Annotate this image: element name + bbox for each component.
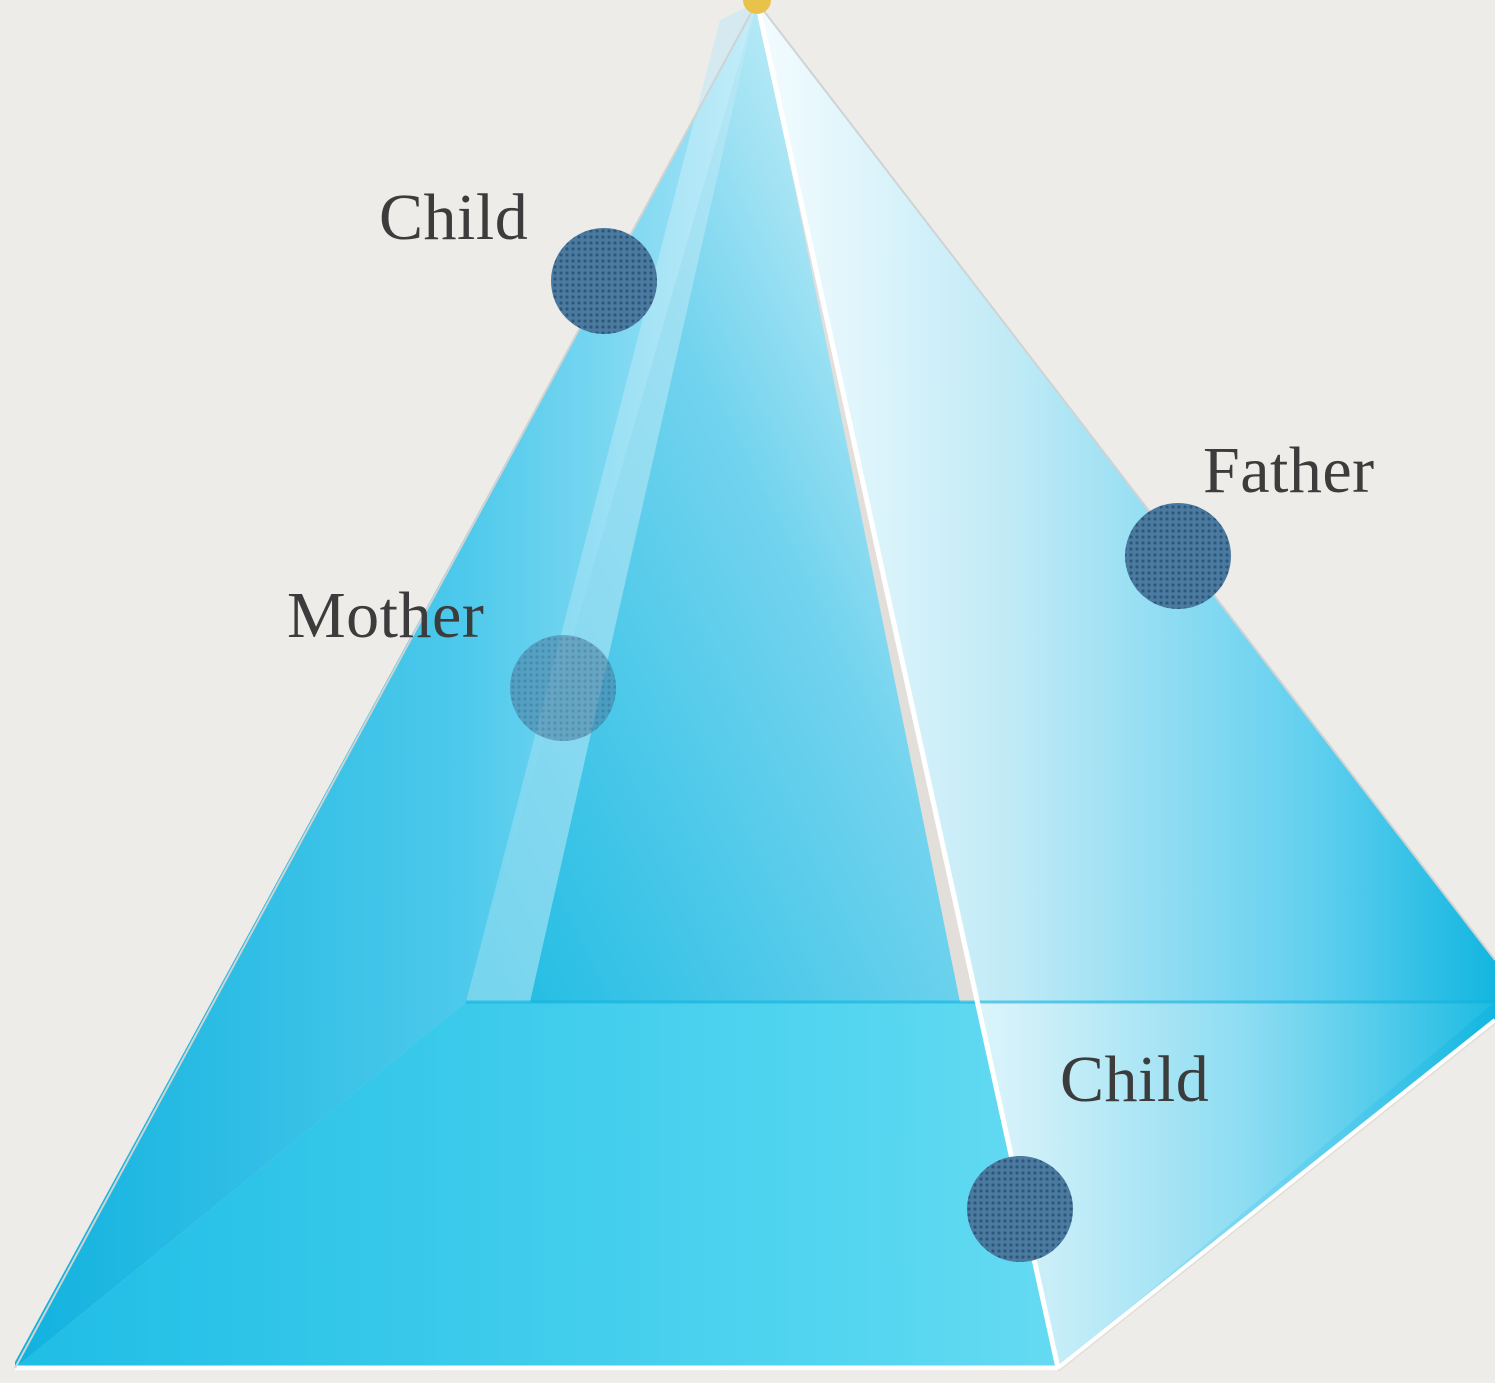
node-child-bottom [967, 1156, 1073, 1262]
label-mother: Mother [287, 583, 484, 649]
label-child-top: Child [379, 185, 528, 251]
node-mother [510, 635, 616, 741]
label-father: Father [1203, 438, 1375, 504]
node-father [1125, 503, 1231, 609]
node-child-top [551, 228, 657, 334]
label-child-bottom: Child [1060, 1047, 1209, 1113]
